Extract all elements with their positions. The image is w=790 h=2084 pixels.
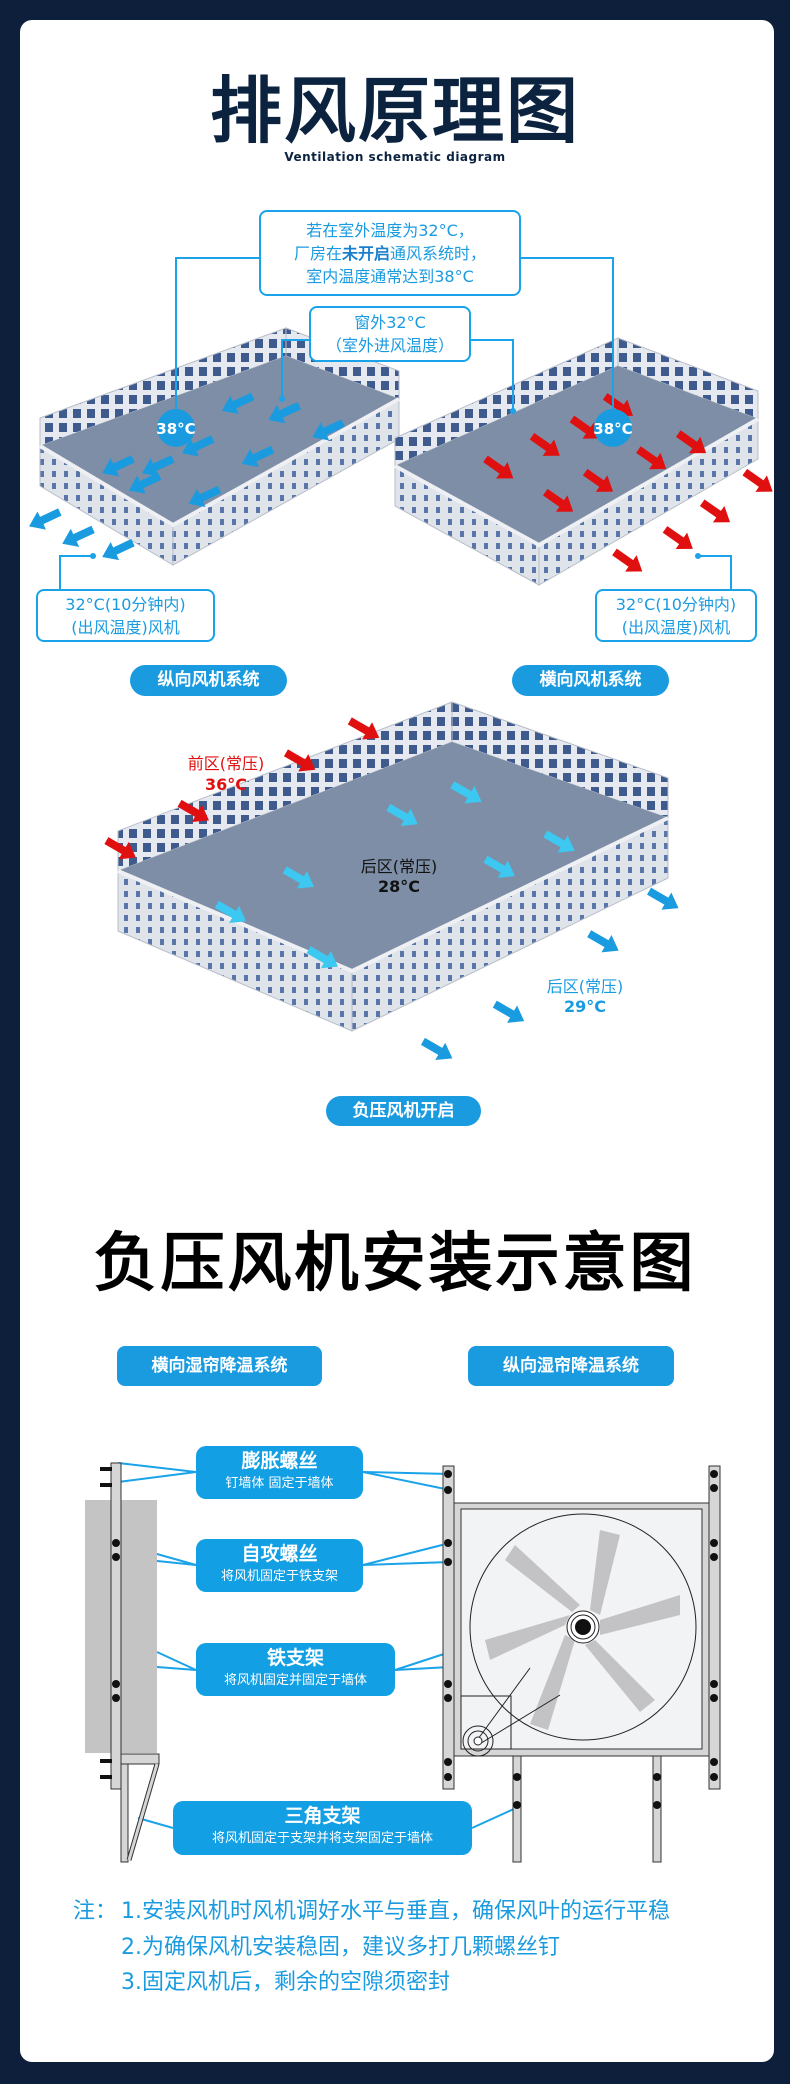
note-item: 1.安装风机时风机调好水平与垂直，确保风叶的运行平稳 [121, 1899, 670, 1924]
label-title: 膨胀螺丝 [241, 1450, 318, 1472]
airflow-arrow-icon [529, 432, 560, 456]
airflow-arrow-icon [569, 415, 600, 439]
parapet [117, 816, 669, 974]
parapet [38, 397, 400, 528]
section-title-installation: 负压风机安装示意图 [93, 1227, 697, 1301]
airflow-arrow-icon [221, 392, 255, 414]
airflow-arrow-icon [647, 887, 679, 910]
airflow-arrow-icon [268, 402, 301, 424]
front-zone-label: 前区(常压) [188, 754, 265, 773]
callout-lines [59, 257, 732, 589]
iron-bar-left [110, 1462, 122, 1790]
indoor-temp-right: 38°C [593, 420, 632, 438]
callout-line: 室内温度通常达到38°C [306, 266, 474, 286]
label-desc: 将风机固定并固定于墙体 [223, 1673, 367, 1688]
temp-marker-right [594, 409, 632, 447]
label-title: 自攻螺丝 [241, 1543, 318, 1565]
airflow-arrow-icon [420, 1037, 453, 1061]
airflow-arrow-icon [582, 468, 614, 492]
callout-line: 32°C(10分钟内) [615, 594, 737, 614]
airflow-arrow-icon [177, 799, 209, 822]
page-subtitle: Ventilation schematic diagram [284, 150, 506, 164]
airflow-arrow-icon [128, 472, 162, 494]
pill-longitudinal-fan: 纵向风机系统 [130, 665, 287, 696]
callout-line: 32°C(10分钟内) [65, 594, 186, 614]
callout-line: 若在室外温度为32°C， [306, 220, 474, 240]
callout-indoor-temp: 若在室外温度为32°C， 厂房在未开启通风系统时， 室内温度通常达到38°C [259, 210, 521, 296]
airflow-arrow-icon [104, 837, 136, 860]
airflow-arrow-icon [306, 946, 339, 969]
airflow-arrow-icon [543, 488, 574, 512]
label-expansion-screw: 膨胀螺丝 钉墙体 固定于墙体 [196, 1446, 363, 1499]
airflow-arrow-icon [543, 830, 575, 853]
indoor-temp-left: 38°C [156, 420, 195, 438]
pill-transverse-fan: 横向风机系统 [512, 665, 669, 696]
airflow-arrow-icon [612, 548, 643, 572]
callout-line: (出风温度)风机 [621, 617, 731, 637]
factory-building [394, 337, 759, 586]
label-self-tapping-screw: 自攻螺丝 将风机固定于铁支架 [196, 1539, 363, 1592]
airflow-arrow-icon [483, 455, 514, 479]
airflow-arrow-icon [662, 526, 693, 550]
callout-outlet-left: 32°C(10分钟内) (出风温度)风机 [36, 589, 215, 642]
factory-building [38, 327, 400, 566]
factory-building [117, 701, 669, 1032]
middle-zone-temp: 28°C [378, 877, 420, 896]
page-title: 排风原理图 [209, 69, 580, 153]
label-triangle-bracket: 三角支架 将风机固定于支架并将支架固定于墙体 [173, 1801, 472, 1855]
label-title: 三角支架 [284, 1805, 361, 1827]
airflow-arrow-icon [636, 446, 667, 470]
label-desc: 将风机固定于铁支架 [220, 1569, 338, 1584]
airflow-arrow-icon [450, 781, 482, 804]
airflow-arrow-icon [602, 393, 634, 417]
floor [395, 366, 758, 545]
airflow-arrow-icon [699, 499, 731, 523]
floor [118, 742, 668, 971]
note-item: 3.固定风机后，剩余的空隙须密封 [121, 1970, 450, 1995]
callout-window-temp: 窗外32°C （室外进风温度） [309, 306, 471, 362]
airflow-arrow-icon [142, 455, 175, 477]
airflow-arrow-icon [492, 1000, 525, 1023]
middle-zone-label: 后区(常压) [361, 857, 438, 876]
rear-zone-temp: 29°C [564, 997, 606, 1016]
airflow-arrow-icon [676, 430, 707, 454]
rear-zone-label: 后区(常压) [547, 977, 624, 996]
airflow-arrow-icon [742, 468, 773, 492]
front-zone-temp: 36°C [205, 775, 247, 794]
label-desc: 将风机固定于支架并将支架固定于墙体 [211, 1831, 433, 1846]
pill-longitudinal-curtain: 纵向湿帘降温系统 [468, 1346, 674, 1386]
temp-marker-left [157, 409, 195, 447]
pill-negative-pressure: 负压风机开启 [326, 1096, 481, 1126]
airflow-arrow-icon [283, 749, 316, 772]
airflow-arrow-icon [282, 866, 315, 889]
installation-diagram [85, 1462, 721, 1863]
airflow-arrow-icon [62, 525, 95, 547]
label-desc: 钉墙体 固定于墙体 [225, 1476, 334, 1491]
callout-line: 窗外32°C [354, 313, 426, 332]
airflow-arrow-icon [102, 455, 135, 477]
airflow-arrow-icon [587, 930, 619, 953]
airflow-arrow-icon [483, 855, 515, 878]
airflow-arrow-icon [214, 900, 247, 924]
callout-line: (出风温度)风机 [71, 617, 180, 637]
pill-transverse-curtain: 横向湿帘降温系统 [117, 1346, 322, 1386]
notes-prefix: 注： [73, 1899, 118, 1924]
airflow-arrow-icon [312, 419, 345, 441]
label-iron-bracket: 铁支架 将风机固定并固定于墙体 [196, 1643, 395, 1696]
airflow-arrow-icon [102, 539, 135, 561]
airflow-arrow-icon [29, 508, 62, 530]
callout-line: 厂房在未开启通风系统时， [293, 243, 487, 263]
airflow-arrow-icon [347, 717, 380, 740]
callout-outlet-right: 32°C(10分钟内) (出风温度)风机 [595, 589, 757, 642]
airflow-arrow-icon [241, 445, 275, 468]
parapet [394, 417, 759, 548]
airflow-arrow-icon [386, 803, 418, 826]
airflow-arrow-icon [188, 485, 222, 507]
label-title: 铁支架 [266, 1647, 324, 1669]
callout-line: （室外进风温度） [325, 336, 454, 355]
note-item: 2.为确保风机安装稳固，建议多打几颗螺丝钉 [121, 1935, 560, 1960]
floor [40, 356, 399, 525]
